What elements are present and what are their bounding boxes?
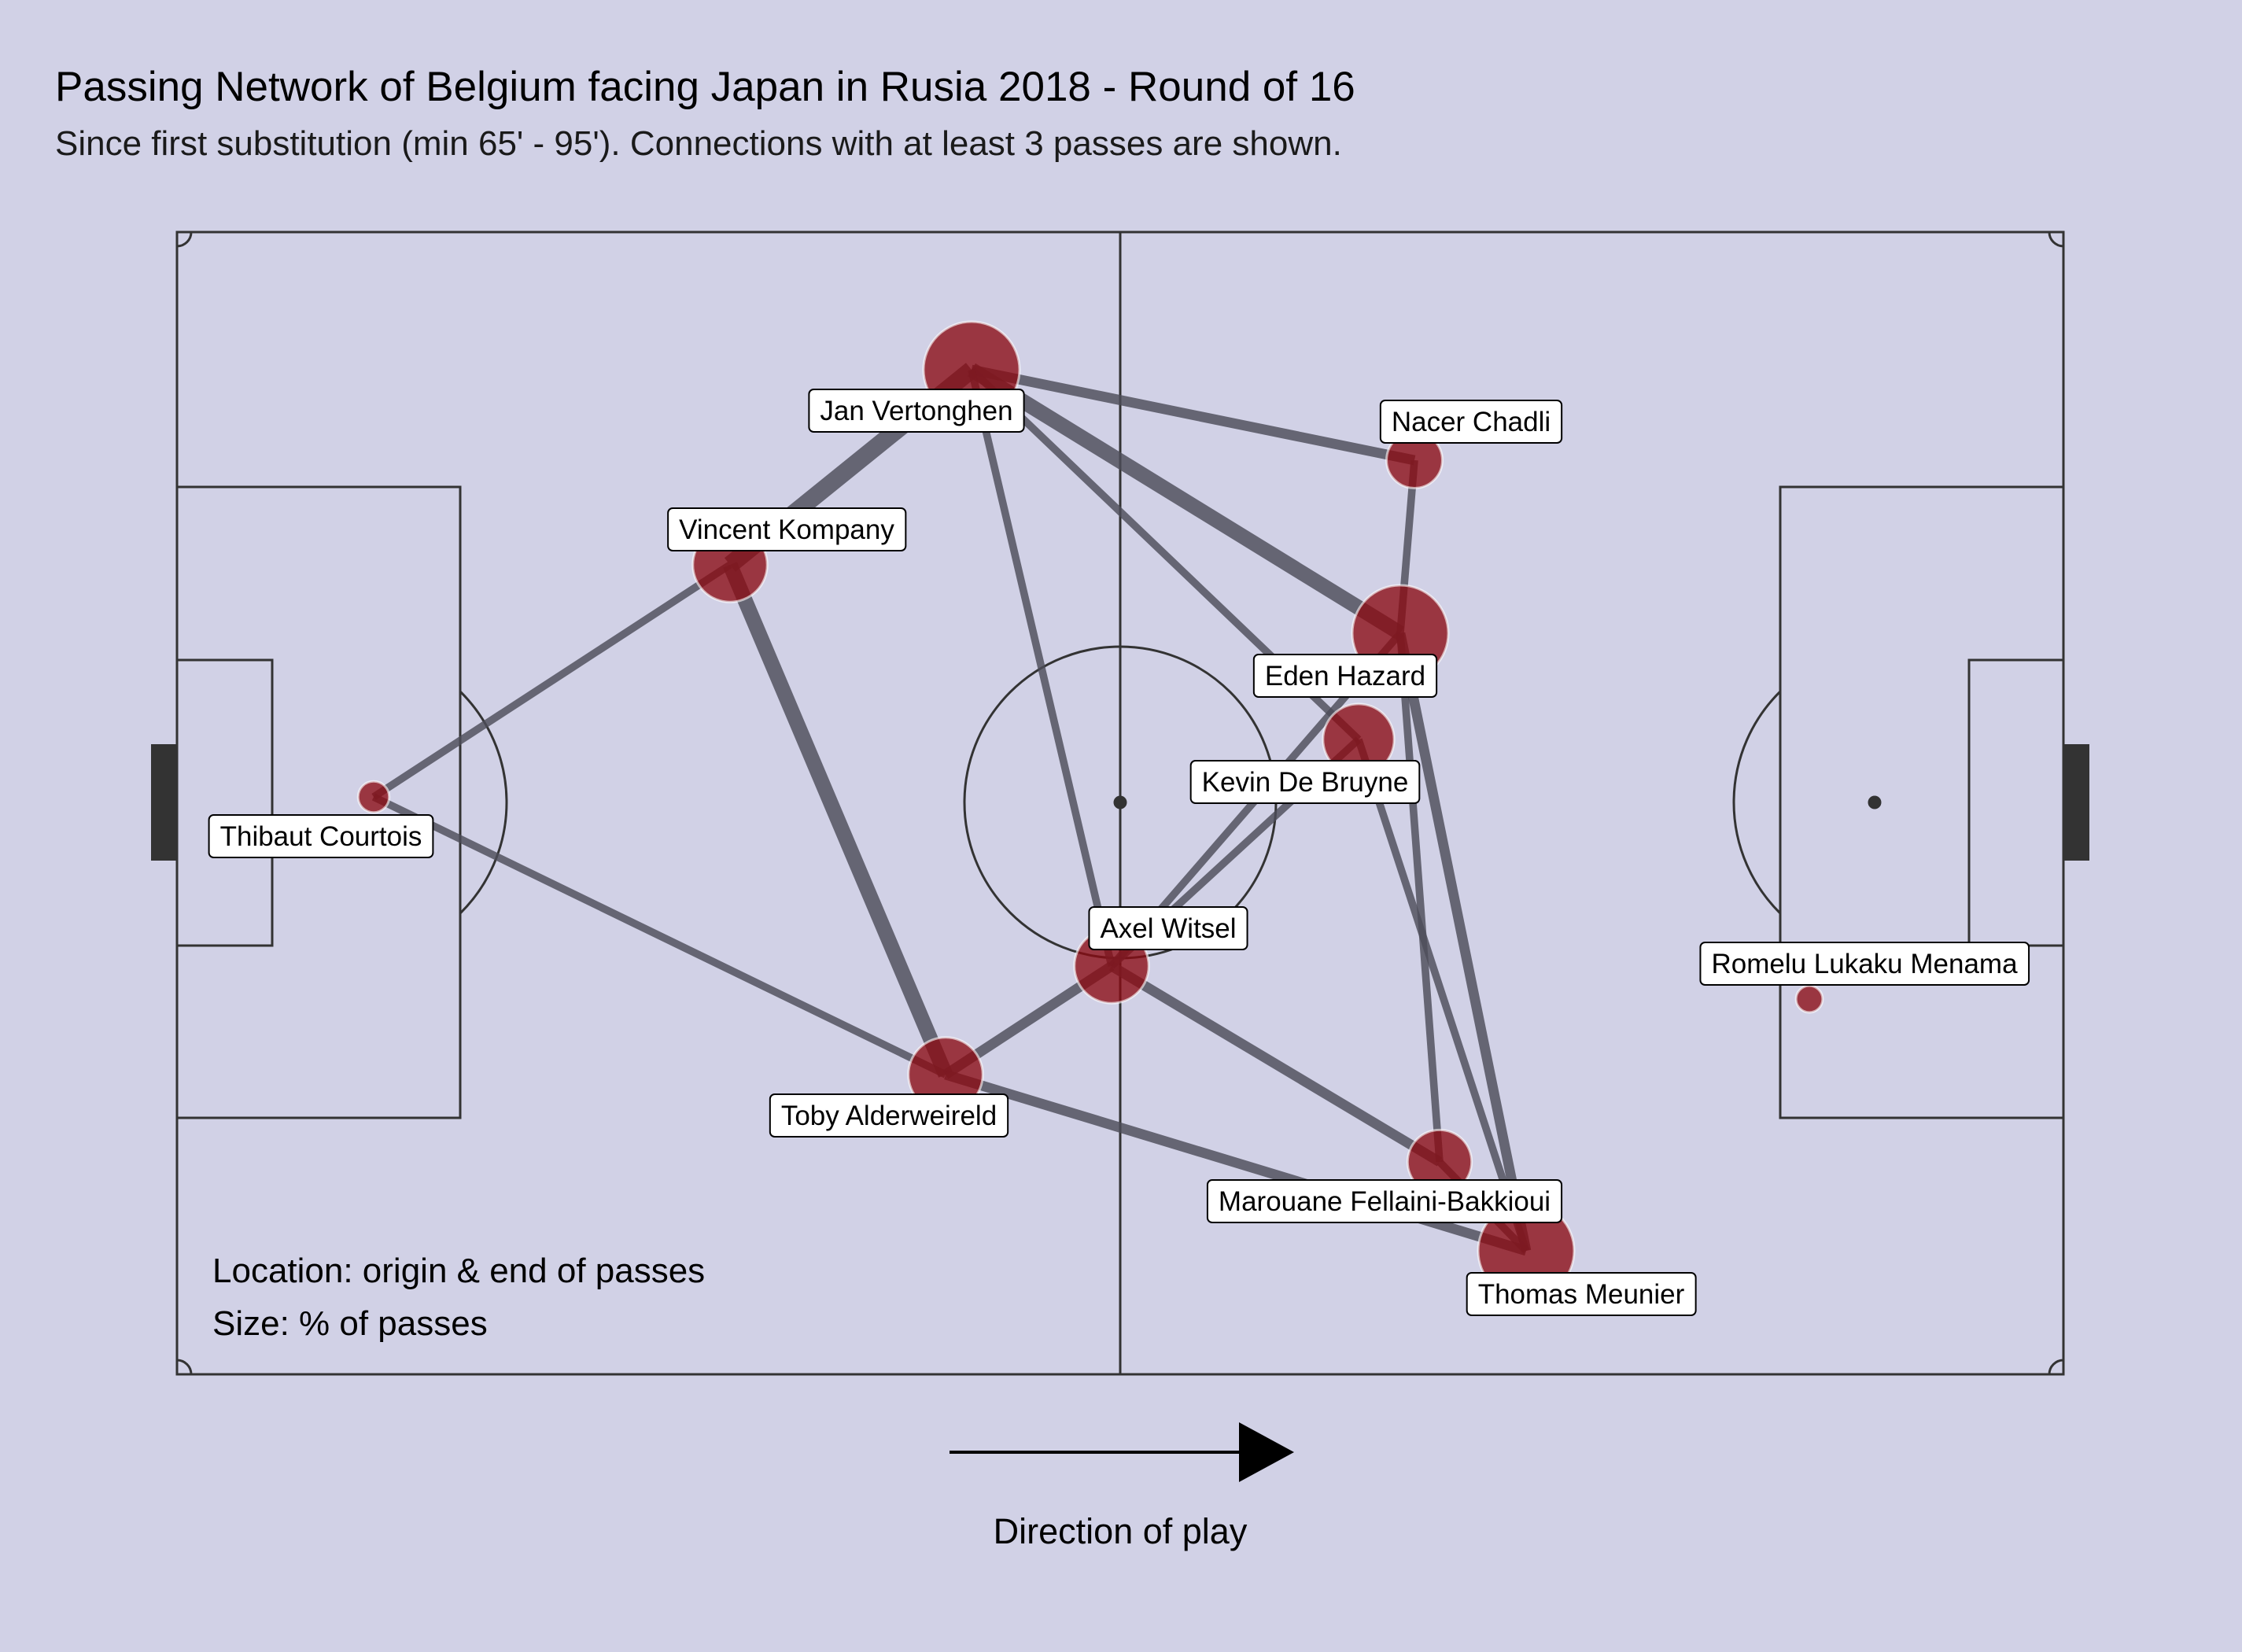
connection-courtois-alderweireld	[371, 793, 948, 1079]
player-name: Jan Vertonghen	[820, 396, 1012, 426]
player-name: Toby Alderweireld	[781, 1101, 997, 1131]
direction-arrow-head	[1239, 1422, 1294, 1482]
player-label-box	[1088, 906, 1248, 950]
left-goal	[151, 744, 177, 861]
player-name: Vincent Kompany	[679, 514, 894, 545]
left-penalty-box	[175, 485, 462, 1119]
chart-subtitle: Since first substitution (min 65' - 95')…	[55, 124, 1342, 163]
right-penalty-spot	[1868, 795, 1882, 809]
corner-arc-bottom-right	[2048, 1359, 2064, 1375]
player-name: Kevin De Bruyne	[1202, 767, 1409, 798]
left-penalty-arc	[459, 690, 508, 915]
corner-arc-top-right	[2048, 231, 2064, 248]
player-label-hazard: Eden Hazard	[1252, 654, 1438, 698]
right-goal	[2063, 744, 2089, 861]
player-name: Thibaut Courtois	[220, 821, 422, 852]
player-name: Eden Hazard	[1265, 661, 1425, 691]
player-label-witsel: Axel Witsel	[1088, 906, 1248, 950]
corner-arc-bottom-left	[176, 1359, 193, 1375]
player-label-box	[769, 1093, 1009, 1138]
connection-hazard-fellaini	[1396, 632, 1444, 1163]
player-label-meunier: Thomas Meunier	[1466, 1272, 1697, 1316]
corner-arc-top-left	[176, 231, 193, 248]
player-label-box	[808, 389, 1025, 433]
chart-title: Passing Network of Belgium facing Japan …	[55, 64, 1355, 110]
player-label-vertonghen: Jan Vertonghen	[808, 389, 1025, 433]
player-label-box	[1466, 1272, 1697, 1316]
player-label-box	[1206, 1179, 1563, 1223]
player-label-box	[1189, 760, 1421, 804]
player-label-box	[1379, 400, 1563, 444]
size-note: Size: % of passes	[212, 1304, 488, 1343]
player-label-debruyne: Kevin De Bruyne	[1189, 760, 1421, 804]
right-penalty-box	[1779, 485, 2065, 1119]
location-note: Location: origin & end of passes	[212, 1252, 705, 1290]
player-label-kompany: Vincent Kompany	[667, 507, 907, 551]
connection-hazard-meunier	[1395, 632, 1532, 1252]
player-label-alderweireld: Toby Alderweireld	[769, 1093, 1009, 1138]
center-spot	[1113, 795, 1127, 809]
player-name: Romelu Lukaku Menama	[1711, 949, 2018, 979]
player-labels-layer: Thibaut Courtois Vincent Kompany Jan Verto…	[208, 389, 2030, 1316]
right-penalty-arc	[1732, 690, 1782, 915]
connection-courtois-kompany	[371, 561, 732, 801]
player-name: Nacer Chadli	[1392, 407, 1551, 437]
player-node-courtois	[356, 780, 391, 814]
player-label-lukaku: Romelu Lukaku Menama	[1699, 942, 2030, 986]
connection-witsel-fellaini	[1108, 961, 1443, 1167]
player-label-chadli: Nacer Chadli	[1379, 400, 1563, 444]
player-name: Axel Witsel	[1100, 913, 1236, 944]
player-label-box	[1699, 942, 2030, 986]
player-label-fellaini: Marouane Fellaini-Bakkioui	[1206, 1179, 1563, 1223]
right-goal-area	[1967, 658, 2065, 947]
connection-vertonghen-chadli	[970, 364, 1416, 466]
player-label-box	[667, 507, 907, 551]
player-label-box	[208, 814, 434, 858]
direction-label: Direction of play	[994, 1511, 1248, 1551]
direction-arrow	[950, 1422, 1294, 1482]
player-label-box	[1252, 654, 1438, 698]
connection-vertonghen-witsel	[968, 368, 1115, 968]
connection-debruyne-meunier	[1355, 738, 1530, 1252]
player-name: Thomas Meunier	[1478, 1279, 1685, 1310]
players-layer	[356, 320, 1824, 1300]
connection-kompany-alderweireld	[723, 562, 953, 1078]
left-goal-area	[175, 658, 274, 947]
connection-vertonghen-hazard	[967, 363, 1405, 640]
player-node-lukaku	[1794, 984, 1824, 1014]
pitch	[151, 230, 2089, 1376]
player-label-courtois: Thibaut Courtois	[208, 814, 434, 858]
player-name: Marouane Fellaini-Bakkioui	[1219, 1186, 1551, 1217]
